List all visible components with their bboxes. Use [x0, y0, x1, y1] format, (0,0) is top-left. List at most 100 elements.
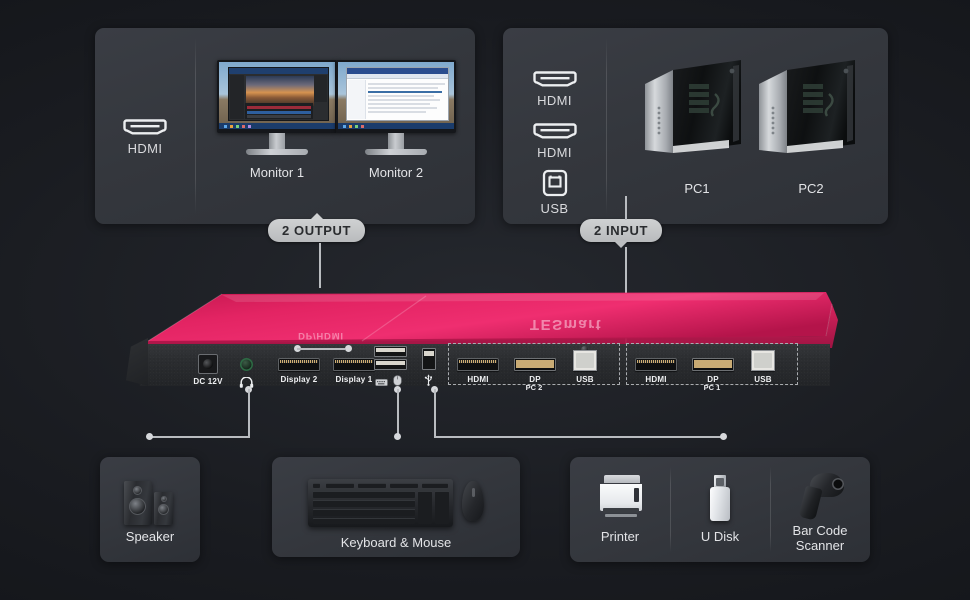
pc2-label: PC2	[798, 181, 824, 196]
pc1-label-usb: USB	[754, 375, 772, 384]
peripherals-divider-1	[670, 467, 671, 552]
explorer-row-selected	[368, 91, 442, 93]
speaker-satellite	[154, 492, 173, 525]
usb-peripherals-panel: Printer U Disk Bar Code Scanner	[570, 457, 870, 562]
key-f-group	[358, 483, 386, 488]
monitor-1-screen	[219, 62, 335, 129]
video-editor-window	[228, 67, 329, 121]
keyboard-icon	[375, 374, 388, 392]
port-label-display2: Display 2	[280, 375, 318, 384]
input-connector-label-1: HDMI	[537, 93, 572, 108]
pc2-port-usb[interactable]	[573, 350, 597, 371]
explorer-row	[368, 95, 434, 97]
key-f-group	[390, 483, 418, 488]
port-audio-jack[interactable]	[240, 358, 253, 371]
port-display1[interactable]	[333, 358, 375, 371]
device-left-cheek	[126, 338, 148, 386]
port-label-display1: Display 1	[335, 375, 373, 384]
speaker-label: Speaker	[125, 529, 175, 544]
pc2-port-dp[interactable]	[514, 358, 556, 371]
output-dot-connector	[297, 348, 345, 350]
barcode-scanner-label-line1: Bar Code	[792, 523, 848, 538]
pc1-port-group-box	[626, 343, 798, 385]
taskbar-item	[343, 125, 346, 128]
editor-preview-image	[246, 76, 314, 106]
mouse-wheel	[471, 488, 475, 497]
port-label-dc: DC 12V	[193, 377, 223, 386]
taskbar	[219, 123, 335, 129]
scanner-grip	[798, 485, 823, 521]
pc1-port-hdmi[interactable]	[635, 358, 677, 371]
hid-leader-vert	[397, 389, 399, 437]
key-row-numbers	[313, 491, 415, 498]
printer-label: Printer	[600, 529, 640, 544]
audio-leader-horz	[150, 436, 250, 438]
monitor-2-bezel	[336, 60, 456, 133]
port-dc-power[interactable]	[198, 354, 218, 374]
timeline-track-audio	[247, 111, 311, 114]
key-row-qwerty	[313, 500, 415, 507]
device-brand-side: DP/HDMI	[298, 330, 344, 341]
monitor-1-bezel	[217, 60, 337, 133]
barcode-scanner-label: Bar Code Scanner	[770, 523, 870, 553]
hdmi-icon	[532, 68, 578, 90]
printer-icon	[600, 475, 642, 519]
taskbar	[338, 123, 454, 129]
taskbar-item	[230, 125, 233, 128]
badge-arrow-down	[614, 241, 629, 248]
file-explorer-window	[346, 67, 449, 121]
pc2-port-hdmi[interactable]	[457, 358, 499, 371]
key-nav-group	[422, 483, 448, 488]
kvm-switch-device: TESmart DP/HDMI DC 12V	[126, 286, 838, 392]
port-usb-mouse[interactable]	[374, 359, 407, 370]
output-connector-label: HDMI	[127, 141, 163, 156]
hdmi-icon	[122, 116, 168, 138]
pc1-port-usb[interactable]	[751, 350, 775, 371]
pc2-port-group-box	[448, 343, 620, 385]
pc1-port-dp[interactable]	[692, 358, 734, 371]
explorer-ribbon	[347, 74, 448, 79]
pc2-label-hdmi: HDMI	[467, 375, 489, 384]
monitor-1: Monitor 1	[217, 60, 337, 180]
window-titlebar	[347, 68, 448, 74]
port-usb-keyboard[interactable]	[374, 346, 407, 357]
chassis-screw	[581, 346, 588, 353]
editor-left-dock	[230, 75, 244, 119]
pc2-group-label: PC 2	[525, 383, 543, 392]
output-connector-hdmi: HDMI	[95, 116, 195, 156]
pc1-group-label: PC 1	[703, 383, 721, 392]
key-row-home	[313, 509, 415, 516]
pc2-label-dp: DP	[529, 375, 541, 384]
peripherals-divider-2	[770, 467, 771, 552]
keyboard-icon	[308, 479, 453, 527]
input-connector-usb: USB	[503, 168, 606, 216]
taskbar-item	[236, 125, 239, 128]
taskbar-item	[355, 125, 358, 128]
taskbar-item	[224, 125, 227, 128]
speaker-leader-dot	[146, 433, 153, 440]
peripherals-leader-dot	[720, 433, 727, 440]
barcode-scanner-label-line2: Scanner	[795, 538, 845, 553]
input-connector-label-3: USB	[540, 201, 569, 216]
barcode-scanner-icon	[798, 473, 846, 521]
output-panel-divider	[195, 38, 196, 214]
port-usb-peripheral[interactable]	[422, 348, 436, 370]
taskbar-item	[242, 125, 245, 128]
explorer-row	[368, 83, 445, 85]
mouse-icon	[462, 481, 484, 521]
hdmi-icon	[532, 120, 578, 142]
monitor-2-stand-base	[365, 149, 427, 155]
monitor-2-screen	[338, 62, 454, 129]
input-leader-line-upper	[625, 196, 627, 220]
explorer-row	[368, 103, 430, 105]
desktop-tower-icon	[645, 60, 741, 153]
printer-control-panel	[634, 488, 639, 502]
key-f-group	[326, 483, 354, 488]
explorer-row	[368, 99, 440, 101]
u-disk-label: U Disk	[700, 529, 740, 544]
usb-leader-horz	[434, 436, 724, 438]
port-display2[interactable]	[278, 358, 320, 371]
printer-lid	[604, 475, 640, 483]
explorer-nav-pane	[348, 80, 366, 119]
input-badge: 2 INPUT	[580, 219, 663, 248]
